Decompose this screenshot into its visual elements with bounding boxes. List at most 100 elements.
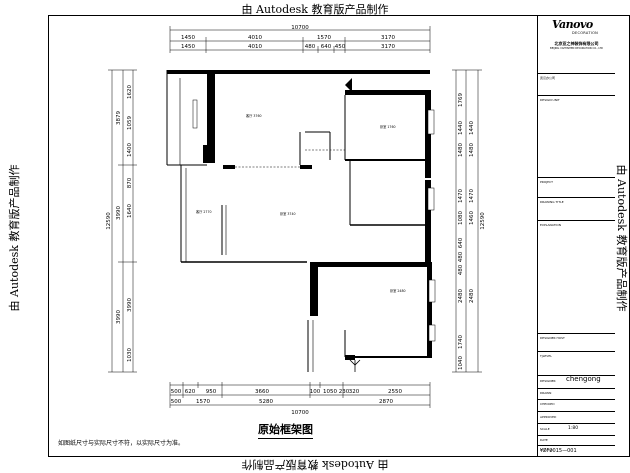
dim-left-c1-0: 3879 (116, 111, 122, 125)
dim-bot-r1-5: 1050 (323, 389, 337, 395)
dim-left-c2-1: 1059 (127, 116, 133, 130)
room-label-3: 卧室 3740 (280, 211, 296, 216)
dim-right-c2-0: 1440 (469, 121, 475, 135)
dim-bot-r1-2: 950 (206, 389, 217, 395)
watermark-top: 由 Autodesk 教育版产品制作 (241, 3, 389, 16)
dim-left-c1-1: 3990 (116, 206, 122, 220)
room-labels: 客厅 3760 卧室 1760 客厅 2770 卧室 3740 卧室 2480 (196, 113, 406, 293)
room-label-1: 卧室 1760 (380, 124, 396, 129)
dim-top-r2-0: 1450 (181, 44, 195, 50)
tb-divider (538, 95, 615, 96)
dim-right-c2-3: 1460 (469, 211, 475, 225)
dim-right-c1-0: 1769 (458, 93, 464, 107)
tb-divider (538, 411, 615, 412)
tb-divider (538, 333, 615, 334)
tb-divider (538, 197, 615, 198)
dim-top-r2-3: 640 (321, 44, 332, 50)
dim-bot-r1-1: 620 (185, 389, 196, 395)
dim-right-overall: 12590 (480, 212, 486, 230)
dim-right-c1-4: 1080 (458, 211, 464, 225)
designer-label: DESIGNER (540, 379, 556, 383)
dim-right-c1-8: 2480 (458, 289, 464, 303)
project-label: PROJECT (540, 180, 553, 184)
dim-bot-r2-2: 5280 (259, 399, 273, 405)
dim-bot-r2-0: 500 (171, 399, 182, 405)
plan-walls (166, 70, 436, 372)
dim-bot-overall: 10700 (291, 410, 309, 416)
dim-left-c1-2: 3990 (116, 310, 122, 324)
drawing-code: YZF2015—001 (540, 448, 577, 454)
dim-right-c2-1: 1480 (469, 143, 475, 157)
dim-top-r1-3: 3170 (381, 35, 395, 41)
dim-top-overall: 10700 (291, 25, 309, 31)
tb-divider (538, 220, 615, 221)
room-label-0: 客厅 3760 (246, 113, 262, 118)
dim-top-r2-5: 3170 (381, 44, 395, 50)
room-label-2: 客厅 2770 (196, 209, 212, 214)
dim-bot-r1-8: 2550 (388, 389, 402, 395)
brand-name: Vanovo (552, 18, 593, 31)
dim-right-c1-1: 1440 (458, 121, 464, 135)
scale-value: 1:80 (568, 426, 579, 431)
dim-right-c1-7: 480 (458, 264, 464, 275)
tb-divider (538, 435, 615, 436)
checked-label: CHECKED (540, 402, 555, 406)
approved-label: APPROVED (540, 415, 557, 419)
tb-divider (538, 375, 615, 376)
project-name: 武汉办公司 (540, 76, 556, 80)
dim-right-c1-3: 1470 (458, 189, 464, 203)
dim-top-r1-2: 1570 (317, 35, 331, 41)
dim-left-c2-2: 1400 (127, 143, 133, 157)
company-name-en: BEIJING YAZHISHEN DECORATION CO., LTD (550, 47, 603, 50)
dim-top-r2-2: 480 (305, 44, 316, 50)
dim-bot-r1-6: 230 (339, 389, 350, 395)
dimension-texts-left: 3879 3990 3990 1620 1059 1400 870 1640 3… (106, 85, 133, 362)
tb-divider (538, 73, 615, 74)
dim-left-overall: 12590 (106, 212, 112, 230)
dim-bot-r2-3: 2870 (379, 399, 393, 405)
dim-top-r1-0: 1450 (181, 35, 195, 41)
dim-left-c2-5: 3990 (127, 298, 133, 312)
brand-logo: Vanovo DECORATION (540, 18, 612, 40)
dim-right-c1-9: 1740 (458, 335, 464, 349)
dwg-label: DWG NO (540, 448, 554, 452)
explanation-label: EXPLANATION (540, 223, 561, 227)
design-unit-label: DESIGN UNIT (540, 98, 560, 102)
room-label-4: 卧室 2480 (390, 288, 406, 293)
scale-label: SCALE (540, 427, 550, 431)
dim-top-r2-4: 450 (335, 44, 346, 50)
dim-left-c2-6: 1030 (127, 348, 133, 362)
dimension-lines (108, 26, 482, 408)
dim-bot-r1-0: 500 (171, 389, 182, 395)
title-block: Vanovo DECORATION 北京亚之神装饰有限公司 BEIJING YA… (537, 15, 615, 457)
sheet-title: 原始框架图 (258, 421, 313, 439)
dim-top-r2-1: 4010 (248, 44, 262, 50)
tb-divider (538, 423, 615, 424)
drawing-title-label: DRAWING TITLE (540, 200, 564, 204)
dim-right-c1-10: 1040 (458, 356, 464, 370)
tb-divider (538, 445, 615, 446)
dim-left-c2-4: 1640 (127, 204, 133, 218)
designer-name: chengong (566, 375, 601, 383)
dim-right-c2-2: 1470 (469, 189, 475, 203)
brand-sub: DECORATION (572, 31, 599, 35)
dim-right-c1-5: 640 (458, 237, 464, 248)
dim-bot-r1-7: 320 (349, 389, 360, 395)
dimension-texts: 10700 1450 4010 1570 3170 1450 4010 480 … (171, 25, 403, 416)
dim-right-c1-6: 480 (458, 251, 464, 262)
tb-divider (538, 177, 615, 178)
date-label: DATE (540, 438, 548, 442)
tb-divider (538, 399, 615, 400)
dim-bot-r1-4: 100 (310, 389, 321, 395)
dim-right-c1-2: 1480 (458, 143, 464, 157)
dim-top-r1-1: 4010 (248, 35, 262, 41)
dim-bot-r2-1: 1570 (196, 399, 210, 405)
tb-divider (538, 388, 615, 389)
dim-right-c2-4: 2480 (469, 289, 475, 303)
dim-bot-r1-3: 3660 (255, 389, 269, 395)
tjlevel-label: TJLEVEL (540, 354, 552, 358)
dimension-texts-right: 1769 1440 1480 1470 1080 640 480 480 248… (458, 93, 486, 370)
dimension-note: 如图纸尺寸与实际尺寸不符，以实际尺寸为准。 (58, 440, 185, 447)
dim-left-c2-0: 1620 (127, 85, 133, 99)
